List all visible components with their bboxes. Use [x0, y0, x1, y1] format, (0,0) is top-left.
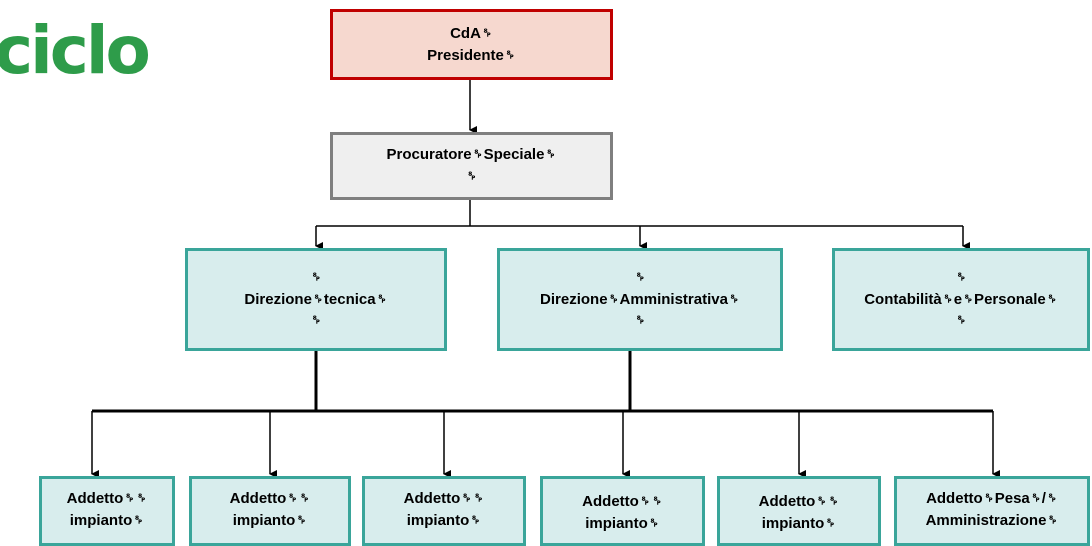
direzione-amministrativa-box: ␠ Direzione␠Amministrativa␠ ␠ [497, 248, 783, 351]
impianto-label: impianto␠ [585, 514, 660, 532]
procuratore-placeholder: ␠ [465, 168, 478, 185]
addetto-impianto-box-3: Addetto␠␠ impianto␠ [362, 476, 526, 546]
addetto-impianto-box-5: Addetto␠␠ impianto␠ [717, 476, 881, 546]
direzione-tecnica-pre: ␠ [309, 268, 322, 286]
addetto-label: Addetto␠␠ [229, 490, 311, 507]
addetto-label: Addetto␠␠ [403, 490, 485, 507]
addetto-impianto-box-2: Addetto␠␠ impianto␠ [189, 476, 351, 546]
direzione-amministrativa-label: Direzione␠Amministrativa␠ [540, 290, 740, 308]
contabilita-post: ␠ [954, 312, 967, 330]
presidente-label: Presidente␠ [427, 46, 516, 64]
impianto-label: impianto␠ [232, 511, 308, 529]
contabilita-label: Contabilità␠e␠Personale␠ [864, 290, 1058, 308]
addetto-pesa-label: Addetto␠Pesa␠/␠ [926, 490, 1058, 507]
direzione-tecnica-post: ␠ [309, 312, 322, 330]
direzione-amministrativa-post: ␠ [633, 312, 646, 330]
impianto-label: impianto␠ [406, 511, 482, 529]
addetto-pesa-amministrazione-box: Addetto␠Pesa␠/␠ Amministrazione␠ [894, 476, 1090, 546]
direzione-tecnica-box: ␠ Direzione␠tecnica␠ ␠ [185, 248, 447, 351]
cda-label: CdA␠ [450, 24, 493, 42]
addetto-impianto-box-1: Addetto␠␠ impianto␠ [39, 476, 175, 546]
contabilita-pre: ␠ [954, 268, 967, 286]
addetto-label: Addetto␠␠ [66, 490, 148, 507]
direzione-tecnica-label: Direzione␠tecnica␠ [244, 290, 388, 308]
company-logo: ciclo [0, 12, 151, 89]
impianto-label: impianto␠ [761, 514, 837, 532]
direzione-amministrativa-pre: ␠ [633, 268, 646, 286]
addetto-impianto-box-4: Addetto␠␠ impianto␠ [540, 476, 705, 546]
cda-presidente-box: CdA␠ Presidente␠ [330, 9, 613, 80]
procuratore-speciale-box: Procuratore␠Speciale␠ ␠ [330, 132, 613, 200]
addetto-label: Addetto␠␠ [582, 493, 663, 510]
impianto-label: impianto␠ [69, 511, 145, 529]
contabilita-personale-box: ␠ Contabilità␠e␠Personale␠ ␠ [832, 248, 1090, 351]
addetto-label: Addetto␠␠ [758, 493, 840, 510]
procuratore-label: Procuratore␠Speciale␠ [386, 146, 557, 164]
amministrazione-label: Amministrazione␠ [925, 511, 1059, 529]
